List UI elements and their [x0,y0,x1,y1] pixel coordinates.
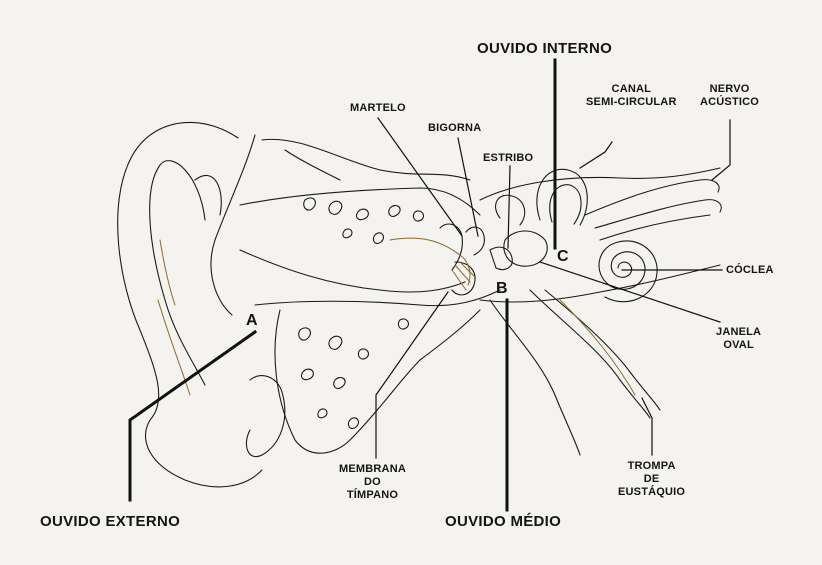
letter-a: A [246,312,258,330]
label-trompa-line3: EUSTÁQUIO [618,486,685,499]
label-nervo-acustico: NERVO ACÚSTICO [700,83,759,109]
pinna-inner-fold [150,161,205,385]
label-trompa-line2: DE [618,473,685,486]
canal-wall-top [262,139,470,180]
ear-canal-lower [240,250,465,292]
vestibule [504,231,547,266]
label-membrana-line2: DO [339,476,406,489]
label-janela-line1: JANELA [716,326,761,339]
leader-janela [540,262,720,322]
label-membrana-line3: TÍMPANO [339,489,406,502]
acoustic-nerve-upper [585,180,719,215]
label-canal-line2: SEMI-CIRCULAR [586,96,677,109]
label-membrana-line1: MEMBRANA [339,463,406,476]
mastoid-outline [275,310,480,453]
incus [466,227,484,255]
label-coclea: CÓCLEA [726,264,774,277]
leader-trompa [642,398,652,455]
bone-region-upper [285,150,423,244]
leader-ouvido-externo [130,332,255,500]
leader-canal [580,142,612,168]
label-janela-oval: JANELA OVAL [716,326,761,352]
leader-bigorna [458,138,478,236]
eustachian-tube-1 [530,290,650,418]
label-bigorna: BIGORNA [428,122,481,135]
cochlea-spiral [599,241,657,302]
stapes [490,247,512,269]
acoustic-nerve-inner [600,215,710,240]
canal-lining [158,240,190,395]
label-ouvido-interno: OUVIDO INTERNO [477,40,612,58]
tympanic-membrane [452,262,475,295]
label-janela-line2: OVAL [716,339,761,352]
eustachian-fiber [560,300,635,395]
label-nervo-line2: ACÚSTICO [700,96,759,109]
canal-wall-bottom [255,290,500,306]
semicircular-canal-3 [496,195,525,225]
antihelix [211,135,255,315]
label-martelo: MARTELO [350,102,406,115]
label-ouvido-medio: OUVIDO MÉDIO [445,513,561,531]
label-canal-semicircular: CANAL SEMI-CIRCULAR [586,83,677,109]
label-membrana-timpano: MEMBRANA DO TÍMPANO [339,463,406,502]
leader-membrana [376,292,448,458]
leader-martelo [378,118,462,236]
letter-b: B [496,280,508,298]
label-trompa-line1: TROMPA [618,460,685,473]
helix-rim [195,175,221,215]
label-ouvido-externo: OUVIDO EXTERNO [40,513,180,531]
label-canal-line1: CANAL [586,83,677,96]
eustachian-tube-2 [545,290,660,410]
leader-nervo [712,120,730,180]
bone-region-lower [299,319,409,429]
letter-c: C [557,248,569,266]
concha [246,376,284,457]
label-trompa-eustaquio: TROMPA DE EUSTÁQUIO [618,460,685,499]
label-estribo: ESTRIBO [483,152,533,165]
label-nervo-line1: NERVO [700,83,759,96]
